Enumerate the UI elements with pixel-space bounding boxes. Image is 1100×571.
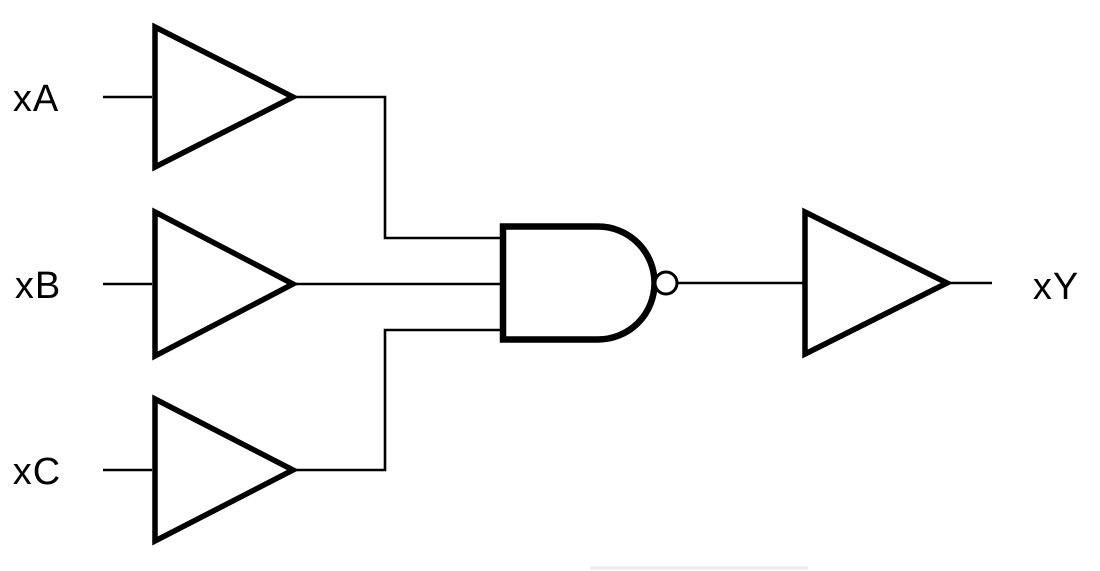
nand-inversion-bubble-icon — [653, 270, 679, 296]
wire-buffer-a-to-nand — [293, 95, 501, 240]
nand-gate-body — [499, 223, 658, 343]
input-buffer-a-gate — [152, 22, 300, 172]
input-c-label: xC — [13, 451, 61, 493]
output-buffer-gate — [802, 207, 954, 359]
input-a-label: xA — [13, 78, 59, 120]
input-buffer-b-gate — [152, 207, 299, 361]
input-b-label: xB — [15, 265, 61, 307]
wire-buffer-c-to-nand — [293, 328, 501, 472]
faint-bottom-rule — [590, 566, 808, 570]
input-buffer-c-gate — [152, 394, 300, 546]
output-label: xY — [1033, 266, 1079, 308]
